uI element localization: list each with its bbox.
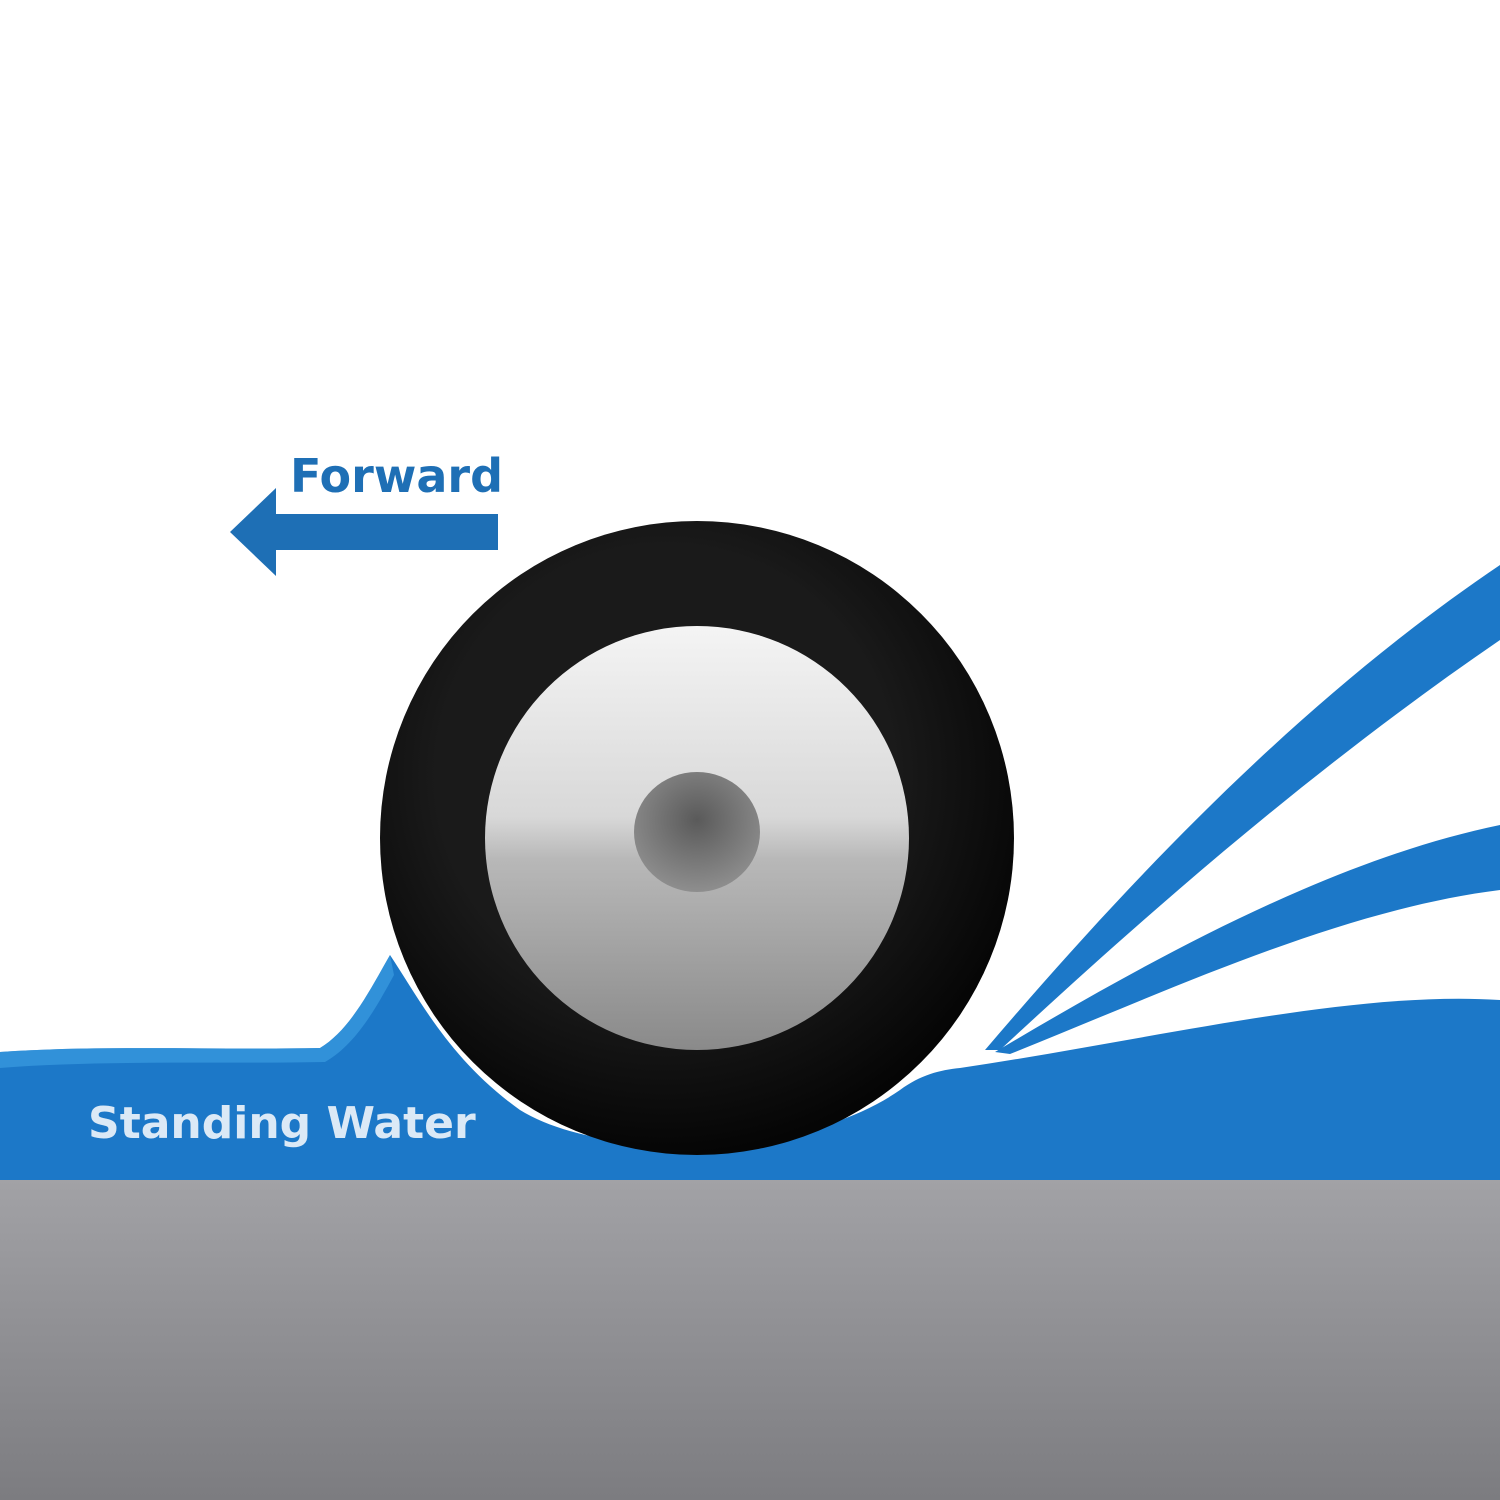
forward-label: Forward (290, 449, 503, 503)
water-spray-upper (985, 565, 1500, 1050)
standing-water-label: Standing Water (88, 1098, 476, 1149)
water-highlight (0, 955, 394, 1068)
standing-water (0, 955, 1500, 1180)
water-spray-lower (995, 825, 1500, 1054)
road-surface (0, 1178, 1500, 1500)
wheel-hub (634, 772, 760, 892)
forward-arrow-icon (230, 488, 498, 576)
